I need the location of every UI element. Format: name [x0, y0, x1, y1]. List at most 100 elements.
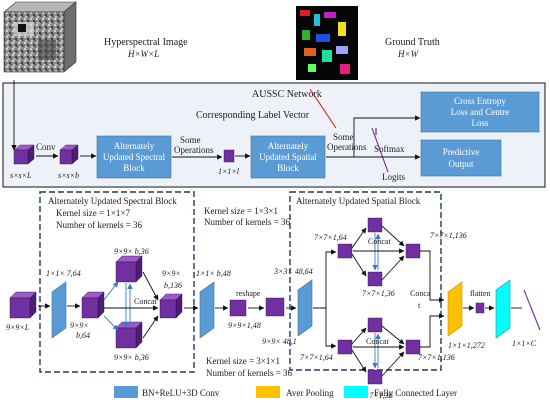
hsi-title: Hyperspectral Image: [104, 37, 188, 48]
sp-arrow-1: [351, 227, 367, 249]
cube-b-dims: 9×9× b,36: [114, 247, 149, 256]
predictive-line2: Output: [448, 159, 474, 169]
spectral-num: Number of kernels = 36: [56, 220, 143, 230]
conv-plate-2: [199, 281, 215, 339]
network-title: AUSSC Network: [252, 89, 322, 100]
cube-a-dims1: 9×9×: [70, 321, 89, 330]
legend-conv-swatch: [114, 386, 138, 398]
gt-title: Ground Truth: [385, 37, 440, 48]
spatial-block-button: Alternately Updated Spatial Block: [250, 135, 326, 179]
patch-cube-ssl: [13, 144, 35, 165]
conv-plate-1: [51, 281, 67, 339]
sp-concat1: Concat: [368, 237, 391, 246]
arrow-to-loss: [326, 115, 421, 158]
purple-connector: [371, 127, 389, 173]
cube-b36-top: [115, 255, 143, 283]
cube-a-dims2: b,64: [76, 331, 90, 340]
mid-num1: Number of kernels = 36: [204, 217, 291, 227]
mid-d1: 9×9×1,48: [228, 321, 261, 330]
conv-label: Conv: [36, 142, 56, 152]
hsi-dims: H×W×L: [127, 49, 159, 59]
cube-b64: [81, 291, 105, 319]
predictive-output-box: Predictive Output: [420, 139, 502, 177]
sp-concat2: Concat: [366, 337, 389, 346]
sp-bottom2: 7×7×1,36: [360, 391, 393, 400]
sp-cube-b: [367, 217, 383, 233]
dim-ssl: s×s×L: [10, 171, 32, 180]
legend-fc-swatch: [344, 386, 368, 398]
some-ops-1a: Some: [180, 135, 201, 145]
arrow-sp-up: [313, 249, 337, 309]
ground-truth-map: [296, 6, 358, 80]
spectral-block-button: Alternately Updated Spectral Block: [96, 135, 172, 179]
loss-box: Cross Entropy Loss and Centre Loss: [420, 91, 540, 133]
mid-d2: 9×9× 48,1: [262, 337, 297, 346]
sp-merge-top: [420, 250, 445, 303]
sp-cube-g: [367, 369, 383, 385]
sp-arrow-8: [351, 327, 367, 345]
spectral-detail-title: Alternately Updated Spectral Block: [48, 196, 177, 206]
flatten-label: flatten: [470, 289, 490, 298]
some-ops-2b: Operations: [327, 142, 367, 152]
arrow-concat-bottom: [142, 315, 159, 339]
sp-cube-f: [367, 317, 383, 333]
some-ops-1b: Operations: [174, 145, 214, 155]
sp-arrow-5: [381, 225, 405, 247]
sp-arrow-12: [381, 325, 405, 345]
sp-cube-a: [337, 243, 353, 259]
loss-line3: Loss: [471, 118, 489, 128]
spatial-detail-title: Alternately Updated Spatial Block: [296, 196, 421, 206]
legend-fc: Fully Connected Layer: [374, 388, 457, 398]
fc-plate: [495, 279, 511, 339]
cube-mid-1: [229, 299, 247, 317]
sp-arrow-9: [351, 349, 367, 373]
sp-arrow-6: [381, 255, 405, 281]
logits-label: Logits: [382, 172, 405, 182]
vector-cube-11: [223, 149, 235, 163]
spatial-block-line1: Alternately: [268, 141, 309, 151]
spectral-detail-box: [39, 191, 195, 373]
input-dims: 9×9×L: [6, 323, 30, 332]
sp-out2: 7×7×1,136: [418, 353, 455, 362]
spatial-block-line2: Updated Spatial: [259, 152, 317, 162]
sp-cube-d: [405, 243, 421, 259]
softmax-label: Softmax: [374, 144, 405, 154]
spectral-block-line1: Alternately: [114, 141, 155, 151]
dim-11: 1×1×l: [218, 167, 240, 176]
spectral-block-line2: Updated Spectral: [103, 152, 166, 162]
reshape-label: reshape: [236, 289, 261, 298]
sp-a-dims: 7×7×1,64: [314, 233, 347, 242]
sp-cube-e: [337, 339, 353, 355]
spectral-kernel: Kernel size = 1×1×7: [56, 208, 130, 218]
mid-kernel4: Kernel size = 3×1×1: [206, 356, 280, 366]
spatial-detail-box: [289, 191, 442, 371]
spectral-out2: b,136: [164, 281, 182, 290]
hyperspectral-cube: [3, 1, 77, 73]
concat-spectral: Concat: [134, 297, 157, 306]
cube-c-dims: 9×9× b,36: [114, 353, 149, 362]
arrow-sp-down: [325, 308, 337, 349]
mid-kernel1: Kernel size = 1×3×1: [204, 206, 278, 216]
sp-cube-c: [367, 271, 383, 287]
tail-out: 1×1×C: [512, 339, 537, 348]
cube-b36-bottom: [115, 321, 143, 349]
avg-pool-plate: [447, 281, 463, 337]
sp-concat3: Conca: [410, 289, 431, 298]
sp-bottom1: 7×7×1,64: [300, 353, 333, 362]
legend-pool: Aver Pooling: [286, 388, 334, 398]
sp-arrow-13: [381, 351, 405, 377]
input-cube-9x9L: [9, 291, 37, 319]
conv-plate-3: [297, 279, 313, 337]
gt-dims: H×W: [397, 49, 420, 59]
spectral-block-line3: Block: [123, 163, 145, 173]
legend: BN+ReLU+3D Conv Aver Pooling Fully Conne…: [114, 386, 457, 398]
mid-k3: 3×3× 48,64: [273, 267, 313, 276]
red-connector: [309, 88, 337, 129]
mid-num4: Number of kernels = 36: [206, 368, 293, 378]
sp-arrow-2: [351, 253, 367, 277]
cube-out-136: [159, 293, 183, 319]
mid-k2: 1×1× b,48: [196, 269, 231, 278]
cube-mid-2: [265, 297, 285, 317]
sp-b-dims: 7×7×1,36: [362, 289, 395, 298]
